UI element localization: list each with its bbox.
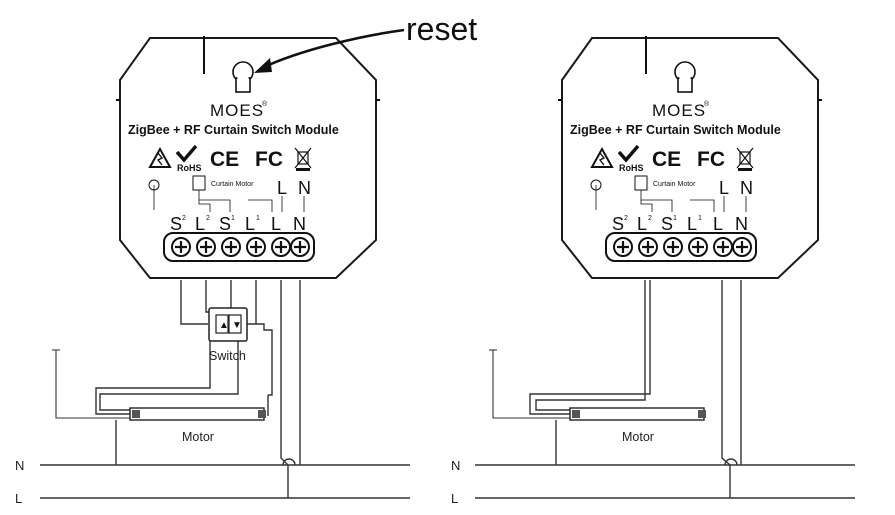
right-term-s2: S bbox=[612, 214, 624, 234]
right-term-l2: L bbox=[637, 214, 647, 234]
left-fcc: FC bbox=[255, 148, 283, 171]
switch-down-icon: ▼ bbox=[232, 320, 242, 331]
left-ce: CE bbox=[210, 148, 239, 171]
svg-text:2: 2 bbox=[206, 215, 210, 222]
right-cert-row: RoHS CE FC bbox=[590, 144, 754, 173]
left-model: ZigBee + RF Curtain Switch Module bbox=[128, 123, 339, 137]
right-fcc: FC bbox=[697, 148, 725, 171]
wire-l2-to-switch bbox=[205, 280, 218, 313]
right-term-s1: S bbox=[661, 214, 673, 234]
svg-text:2: 2 bbox=[624, 215, 628, 222]
rohs-check-icon bbox=[617, 144, 640, 163]
svg-text:2: 2 bbox=[182, 215, 186, 222]
svg-text:1: 1 bbox=[698, 215, 702, 222]
right-input-n: N bbox=[740, 178, 753, 198]
left-module: MOES ® ZigBee + RF Curtain Switch Module… bbox=[116, 36, 380, 279]
left-input-l: L bbox=[277, 178, 287, 198]
left-terminal-labels: S 2 L 2 S 1 L 1 L N bbox=[170, 214, 306, 234]
right-motor: Motor bbox=[569, 407, 706, 444]
svg-text:2: 2 bbox=[648, 215, 652, 222]
right-motor-label: Motor bbox=[622, 430, 654, 444]
left-mains: N L bbox=[15, 458, 410, 506]
wire-switch-to-motor-a bbox=[95, 340, 211, 415]
right-input-l: L bbox=[719, 178, 729, 198]
right-l-label: L bbox=[451, 491, 458, 506]
svg-text:1: 1 bbox=[231, 215, 235, 222]
right-terminal-labels: S 2 L 2 S 1 L 1 L N bbox=[612, 214, 748, 234]
left-input-n: N bbox=[298, 178, 311, 198]
right-brand-mark: ® bbox=[704, 100, 710, 108]
right-mains: N L bbox=[451, 458, 855, 506]
left-l-label: L bbox=[15, 491, 22, 506]
right-reset-button[interactable] bbox=[674, 61, 696, 93]
svg-text:1: 1 bbox=[256, 215, 260, 222]
right-module: MOES ® ZigBee + RF Curtain Switch Module… bbox=[558, 36, 822, 279]
right-terminal-screws bbox=[613, 237, 752, 257]
switch-up-icon: ▲ bbox=[219, 320, 229, 331]
wire-l1-to-motor-a bbox=[535, 280, 646, 411]
right-terminal-block bbox=[605, 232, 757, 262]
switch-label: Switch bbox=[209, 349, 246, 363]
warning-icon bbox=[590, 146, 614, 168]
weee-bin-icon bbox=[736, 147, 754, 171]
left-terminal-screws bbox=[171, 237, 310, 257]
right-diagram: Motor N L MOES ® ZigBee + RF Curtain Swi… bbox=[451, 36, 855, 506]
right-n-label: N bbox=[451, 458, 460, 473]
wire-motor-lead bbox=[55, 350, 130, 419]
right-model: ZigBee + RF Curtain Switch Module bbox=[570, 123, 781, 137]
left-curtain-motor-label: Curtain Motor bbox=[211, 181, 254, 188]
reset-arrow bbox=[261, 28, 405, 70]
right-curtain-motor-label: Curtain Motor bbox=[653, 181, 696, 188]
right-module-housing bbox=[561, 37, 819, 279]
reset-callout: reset bbox=[254, 11, 477, 73]
left-term-s1: S bbox=[219, 214, 231, 234]
left-rohs: RoHS bbox=[177, 163, 202, 173]
right-internal: Curtain Motor L N bbox=[590, 175, 753, 212]
left-n-label: N bbox=[15, 458, 24, 473]
left-term-l1: L bbox=[245, 214, 255, 234]
wire-l1-branch bbox=[256, 323, 273, 396]
right-term-l: L bbox=[713, 214, 723, 234]
wire-switch-to-motor-b bbox=[99, 340, 239, 411]
left-term-l: L bbox=[271, 214, 281, 234]
left-cert-row: RoHS CE FC bbox=[148, 144, 312, 173]
wire-s2-to-switch bbox=[180, 280, 208, 325]
left-brand: MOES bbox=[210, 101, 264, 120]
weee-bin-icon bbox=[294, 147, 312, 171]
right-term-l1: L bbox=[687, 214, 697, 234]
left-terminal-block bbox=[163, 232, 315, 262]
right-brand: MOES bbox=[652, 101, 706, 120]
wire-motor-lead-right bbox=[492, 350, 570, 419]
left-term-l2: L bbox=[195, 214, 205, 234]
left-diagram: Motor ▲ ▼ Switch N L bbox=[15, 11, 477, 506]
left-term-s2: S bbox=[170, 214, 182, 234]
left-reset-button[interactable] bbox=[232, 61, 254, 93]
left-internal: Curtain Motor L N bbox=[148, 175, 311, 212]
svg-text:1: 1 bbox=[673, 215, 677, 222]
left-brand-mark: ® bbox=[262, 100, 268, 108]
reset-arrowhead bbox=[254, 58, 272, 73]
left-module-housing bbox=[119, 37, 377, 279]
reset-label: reset bbox=[406, 11, 477, 47]
left-motor-label: Motor bbox=[182, 430, 214, 444]
wire-l1-to-motor-b bbox=[529, 280, 651, 415]
right-term-n: N bbox=[735, 214, 748, 234]
rohs-check-icon bbox=[175, 144, 198, 163]
right-ce: CE bbox=[652, 148, 681, 171]
wire-s1-to-switch bbox=[230, 280, 238, 313]
left-switch: ▲ ▼ Switch bbox=[208, 307, 248, 363]
left-motor: Motor bbox=[129, 407, 266, 444]
right-rohs: RoHS bbox=[619, 163, 644, 173]
left-wiring bbox=[52, 280, 301, 498]
left-term-n: N bbox=[293, 214, 306, 234]
warning-icon bbox=[148, 146, 172, 168]
